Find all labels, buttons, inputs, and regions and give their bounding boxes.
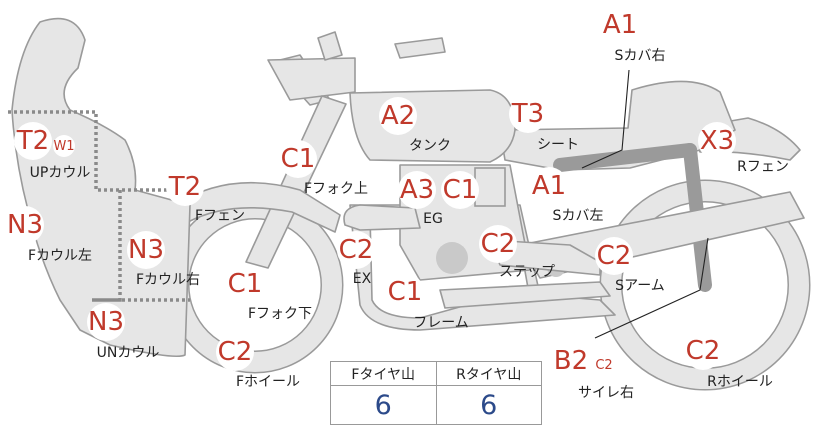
part-label-muffler-right: サイレ右 bbox=[578, 385, 634, 401]
part-code-front-wheel[interactable]: C2 bbox=[216, 333, 254, 371]
part-code-front-fender[interactable]: T2 bbox=[166, 168, 204, 206]
part-code-fork-upper[interactable]: C1 bbox=[279, 140, 317, 178]
part-code-seat[interactable]: T3 bbox=[509, 95, 547, 133]
part-code-rear-wheel[interactable]: C2 bbox=[684, 332, 722, 370]
part-label-rear-fender: Rフェン bbox=[737, 159, 789, 175]
part-subcode-upper-cowl[interactable]: W1 bbox=[53, 135, 75, 157]
part-label-front-cowl-right: Fカウル右 bbox=[135, 272, 201, 288]
part-label-exhaust: EX bbox=[352, 271, 372, 287]
part-code-engine-2[interactable]: C1 bbox=[441, 171, 479, 209]
part-code-front-cowl-left[interactable]: N3 bbox=[6, 206, 44, 244]
part-subcode-muffler-right[interactable]: C2 bbox=[593, 354, 615, 376]
part-label-tank: タンク bbox=[409, 138, 451, 154]
part-code-scover-right[interactable]: A1 bbox=[601, 6, 639, 44]
part-code-swing-arm[interactable]: C2 bbox=[595, 237, 633, 275]
part-label-step: ステップ bbox=[499, 264, 555, 280]
part-code-engine[interactable]: A3 bbox=[398, 171, 436, 209]
tire-tread-table: Fタイヤ山 Rタイヤ山 6 6 bbox=[330, 361, 542, 425]
part-code-fork-lower[interactable]: C1 bbox=[226, 265, 264, 303]
leader-line-scover-right bbox=[581, 69, 630, 169]
part-label-under-cowl: UNカウル bbox=[96, 345, 160, 361]
part-label-frame: フレーム bbox=[413, 315, 469, 331]
part-label-front-wheel: Fホイール bbox=[235, 374, 301, 390]
front-tire-value: 6 bbox=[330, 385, 437, 425]
leader-line-muffler-right bbox=[594, 237, 709, 339]
part-label-upper-cowl: UPカウル bbox=[29, 165, 91, 181]
part-code-tank[interactable]: A2 bbox=[379, 97, 417, 135]
part-code-scover-left[interactable]: A1 bbox=[530, 167, 568, 205]
part-code-exhaust[interactable]: C2 bbox=[337, 231, 375, 269]
part-label-scover-left: Sカバ左 bbox=[552, 208, 604, 224]
front-tire-label: Fタイヤ山 bbox=[330, 361, 437, 386]
rear-tire-label: Rタイヤ山 bbox=[435, 361, 542, 386]
part-label-scover-right: Sカバ右 bbox=[614, 48, 666, 64]
part-label-swing-arm: Sアーム bbox=[615, 278, 665, 294]
part-label-front-cowl-left: Fカウル左 bbox=[27, 248, 93, 264]
rear-tire-value: 6 bbox=[435, 385, 542, 425]
part-label-rear-wheel: Rホイール bbox=[707, 374, 773, 390]
part-code-rear-fender[interactable]: X3 bbox=[698, 122, 736, 160]
part-code-frame[interactable]: C1 bbox=[386, 273, 424, 311]
part-code-muffler-right[interactable]: B2 bbox=[552, 342, 590, 380]
exhaust-shape bbox=[343, 204, 421, 231]
part-label-fork-upper: Fフォク上 bbox=[303, 181, 369, 197]
part-code-upper-cowl[interactable]: T2 bbox=[14, 122, 52, 160]
part-code-under-cowl[interactable]: N3 bbox=[87, 303, 125, 341]
part-label-fork-lower: Fフォク下 bbox=[247, 306, 313, 322]
front-fender-shape bbox=[174, 181, 341, 233]
part-label-seat: シート bbox=[537, 137, 579, 153]
part-label-engine: EG bbox=[423, 211, 443, 227]
part-code-step[interactable]: C2 bbox=[479, 225, 517, 263]
part-code-front-cowl-right[interactable]: N3 bbox=[127, 231, 165, 269]
part-label-front-fender: Fフェン bbox=[194, 208, 246, 224]
fairing-shape bbox=[11, 17, 191, 358]
